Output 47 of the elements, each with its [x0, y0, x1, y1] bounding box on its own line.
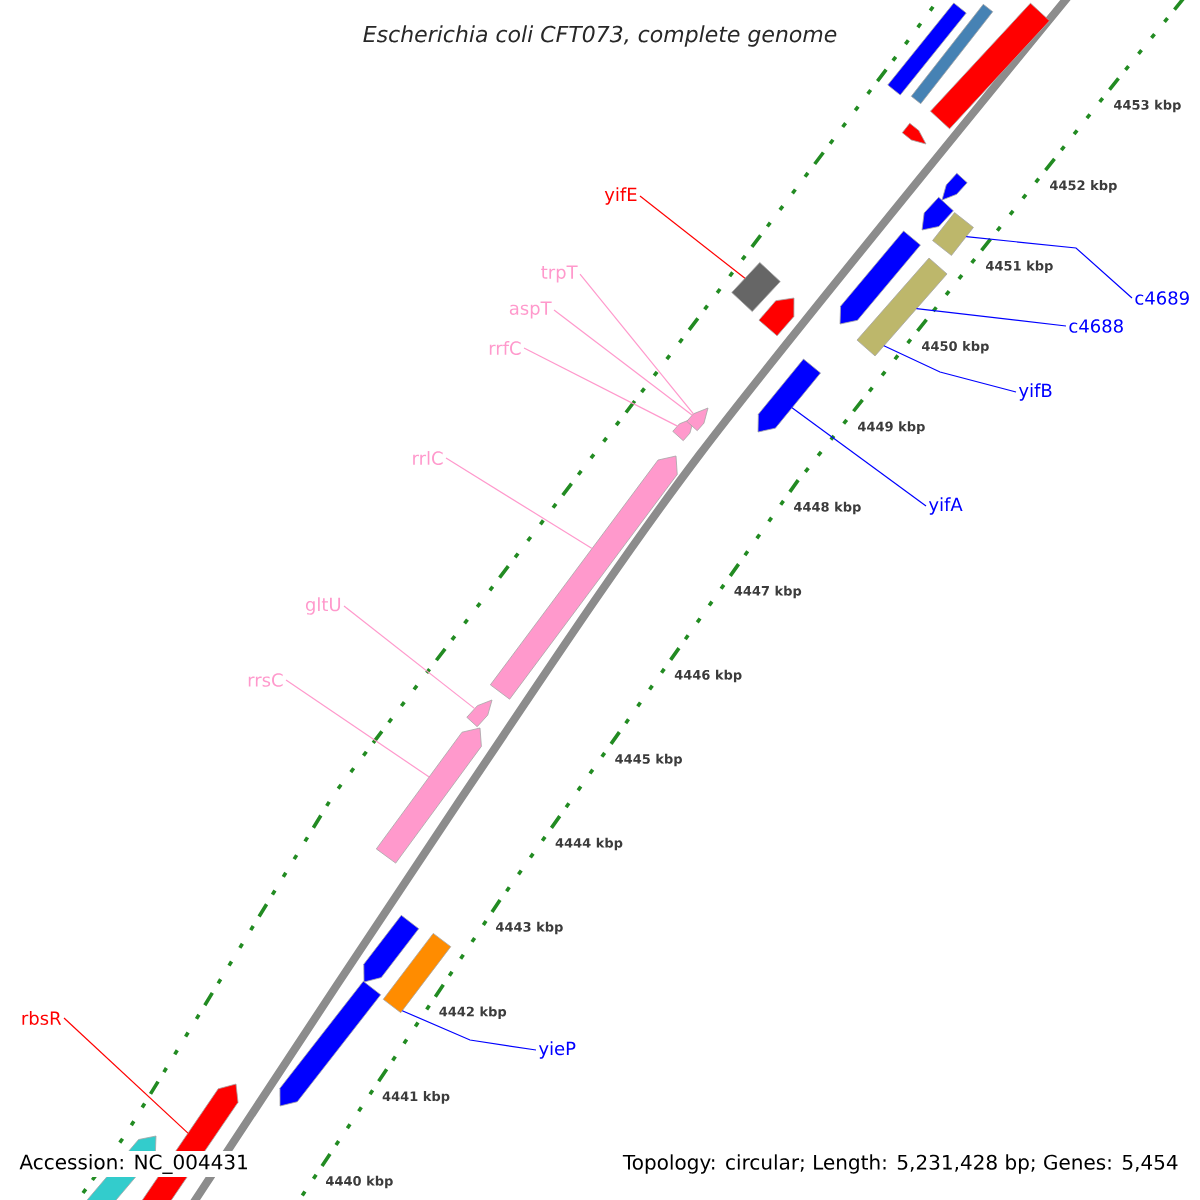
- pointed-gene-box: [921, 196, 954, 231]
- gene-box: [932, 212, 974, 256]
- pointed-gene-box: [279, 980, 382, 1107]
- pointed-gene-box: [757, 358, 821, 433]
- gene-label: rrlC: [413, 451, 443, 465]
- genome-info-text: Topology: circular; Length: 5,231,428 bp; Genes: 5,454: [619, 1151, 1182, 1177]
- gene-label: yifB: [1018, 383, 1052, 401]
- gene-label: trpT: [541, 265, 578, 283]
- leader-line: [791, 407, 927, 507]
- leader-line: [639, 195, 746, 279]
- leader-line: [965, 236, 1133, 299]
- pointed-gene-box: [941, 172, 968, 201]
- pointed-gene-box: [672, 417, 695, 442]
- gene-label: aspT: [509, 301, 552, 319]
- pointed-gene-box: [901, 122, 927, 145]
- leader-line: [883, 345, 1017, 393]
- gene-box: [930, 2, 1050, 130]
- gene-box: [731, 262, 781, 312]
- gene-box: [910, 3, 994, 105]
- pointed-gene-box: [490, 455, 678, 700]
- pointed-gene-box: [758, 297, 795, 337]
- leader-line: [579, 273, 694, 415]
- gene-label: rrsC: [248, 673, 283, 687]
- pointed-gene-box: [839, 230, 921, 325]
- leader-line: [343, 605, 476, 710]
- gene-label: yieP: [538, 1041, 576, 1059]
- pointed-gene-box: [363, 914, 420, 983]
- accession-text: Accession: NC_004431: [16, 1151, 252, 1177]
- pointed-gene-box: [686, 407, 709, 432]
- gene-label: rbsR: [22, 1011, 62, 1025]
- leader-line: [915, 308, 1067, 327]
- title: Escherichia coli CFT073, complete genome: [363, 25, 837, 47]
- leader-line: [445, 457, 593, 550]
- gene-label: c4689: [1135, 291, 1189, 305]
- gene-label: yifE: [604, 187, 637, 205]
- gene-label: gltU: [305, 597, 341, 615]
- leader-line: [285, 679, 430, 778]
- gene-label: c4688: [1069, 319, 1123, 333]
- leader-line: [523, 347, 679, 427]
- gene-label: rrfC: [489, 341, 521, 355]
- gene-label: yifA: [928, 497, 963, 515]
- leader-line: [553, 309, 693, 416]
- pointed-gene-box: [466, 699, 493, 728]
- leader-line: [401, 1010, 537, 1051]
- gene-box: [887, 2, 967, 96]
- pointed-gene-box: [375, 727, 482, 864]
- leader-line: [63, 1017, 189, 1134]
